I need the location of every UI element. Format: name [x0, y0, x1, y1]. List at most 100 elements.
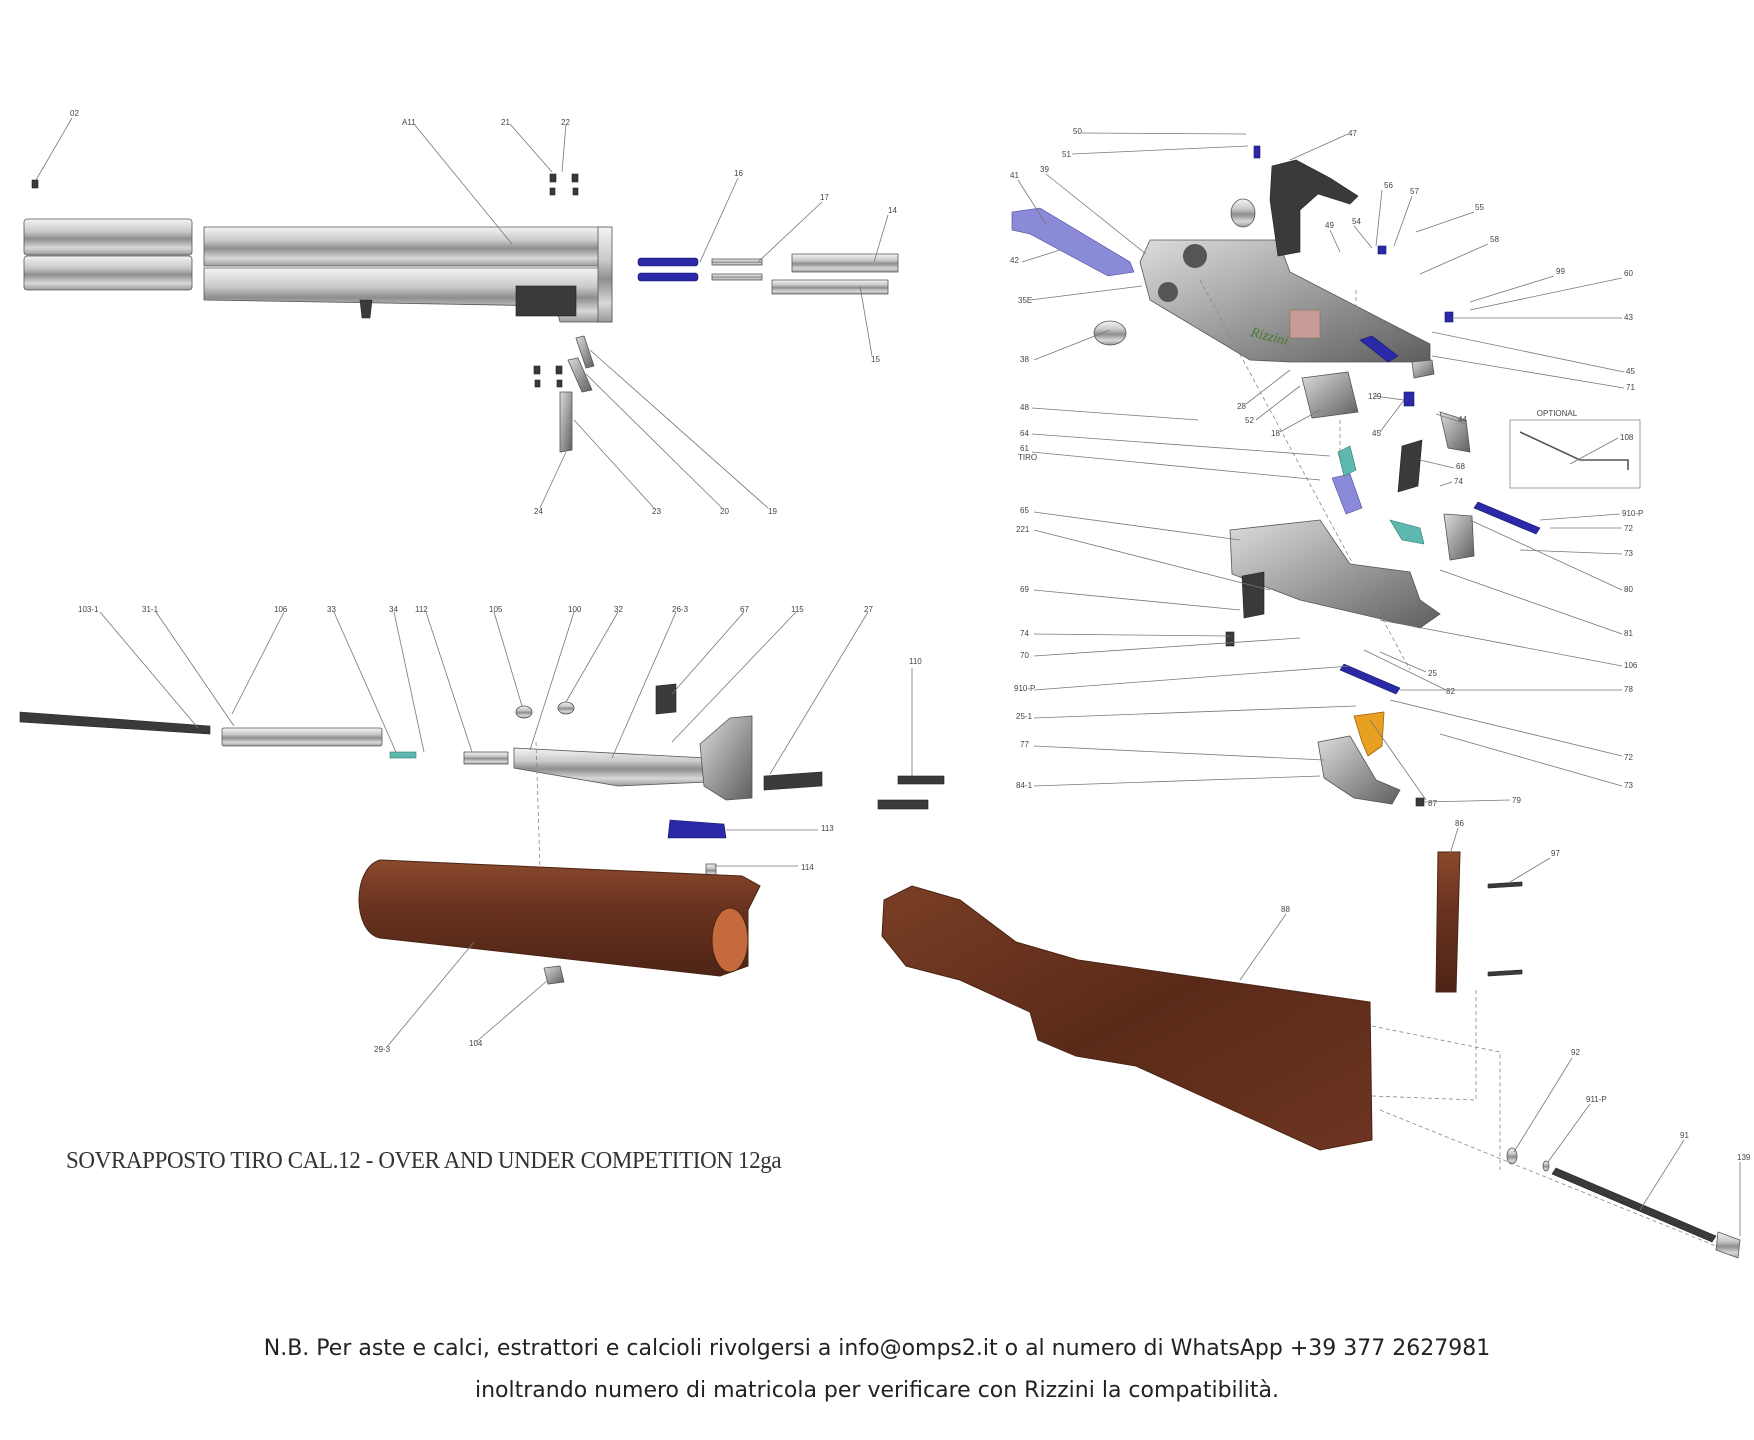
part-label: 25: [1428, 669, 1437, 678]
part-label: 115: [791, 605, 804, 614]
part-label: 72: [1624, 524, 1633, 533]
trigger-group: [1225, 439, 1541, 807]
part-label: 25-1: [1016, 712, 1033, 721]
optional-box: OPTIONAL: [1509, 409, 1641, 489]
part-label: 43: [1624, 313, 1633, 322]
part-label: 56: [1384, 181, 1393, 190]
barrel-small-parts: [31, 173, 595, 453]
part-label: 110: [909, 657, 922, 666]
part-label: 27: [864, 605, 873, 614]
ejector-springs: [637, 253, 899, 295]
part-label: 31-1: [142, 605, 159, 614]
part-label: 48: [1020, 403, 1029, 412]
part-label: 28: [1237, 402, 1246, 411]
part-label: 58: [1490, 235, 1499, 244]
part-label: 114: [801, 863, 814, 872]
part-label: 71: [1626, 383, 1635, 392]
part-label: 112: [415, 605, 428, 614]
part-label: 42: [1010, 256, 1019, 265]
footer-line-2: inoltrando numero di matricola per verif…: [475, 1378, 1279, 1403]
barrel-assembly: [23, 218, 613, 323]
footer-note: N.B. Per aste e calci, estrattori e calc…: [0, 1328, 1754, 1412]
part-labels-forend: 103-1 31-1 106 33 34 112 105 100 32 26-3…: [78, 605, 922, 1054]
part-label: 51: [1062, 150, 1071, 159]
receiver: [1139, 239, 1431, 363]
buttstock-wood: [881, 851, 1461, 1151]
part-label: 47: [1348, 129, 1357, 138]
part-label: 79: [1512, 796, 1521, 805]
part-label: 18: [1271, 429, 1280, 438]
part-label: 52: [1245, 416, 1254, 425]
part-label: 50: [1073, 127, 1082, 136]
part-label: 221: [1016, 525, 1030, 534]
part-label: 97: [1551, 849, 1560, 858]
part-label: 78: [1624, 685, 1633, 694]
part-label: 80: [1624, 585, 1633, 594]
part-label: 32: [614, 605, 623, 614]
part-label: 20: [720, 507, 729, 516]
part-label: 69: [1020, 585, 1029, 594]
part-label: 17: [820, 193, 829, 202]
part-label: 67: [740, 605, 749, 614]
part-label: 106: [274, 605, 288, 614]
part-label: 24: [534, 507, 543, 516]
part-label: 104: [469, 1039, 483, 1048]
assembly-centerlines: [535, 279, 1717, 1247]
forend-iron-assembly: [19, 683, 945, 877]
part-label: TIRO: [1018, 453, 1037, 462]
part-label: 16: [734, 169, 743, 178]
footer-line-1: N.B. Per aste e calci, estrattori e calc…: [263, 1336, 1491, 1361]
part-label: 74: [1454, 477, 1463, 486]
part-label: 38: [1020, 355, 1029, 364]
forend-wood: [358, 859, 761, 985]
lever-47: [1269, 159, 1359, 257]
part-label: 100: [568, 605, 582, 614]
blue-guide-parts: [1011, 145, 1471, 453]
part-label: 45: [1626, 367, 1635, 376]
part-label: 64: [1020, 429, 1029, 438]
part-label: 84-1: [1016, 781, 1033, 790]
part-label: 02: [70, 109, 79, 118]
part-label: 41: [1010, 171, 1019, 180]
part-label: 108: [1620, 433, 1634, 442]
part-label: 45: [1372, 429, 1381, 438]
part-label: 91: [1680, 1131, 1689, 1140]
part-label: 19: [768, 507, 777, 516]
part-labels-stock: 86 97 88 92 911-P 91 139: [1239, 819, 1751, 1236]
part-label: 139: [1737, 1153, 1751, 1162]
part-label: 72: [1624, 753, 1633, 762]
part-label: 23: [652, 507, 661, 516]
part-label: 60: [1624, 269, 1633, 278]
part-label: 15: [871, 355, 880, 364]
part-label: 87: [1428, 799, 1437, 808]
diagram-title: SOVRAPPOSTO TIRO CAL.12 - OVER AND UNDER…: [66, 1148, 782, 1174]
part-label: 103-1: [78, 605, 99, 614]
part-label: 21: [501, 118, 510, 127]
part-labels-action: 50 51 47 41 39 56 57 55 49 54 58 99 60 4…: [1010, 127, 1643, 808]
optional-label: OPTIONAL: [1537, 409, 1578, 418]
part-label: 113: [821, 824, 834, 833]
part-label: 77: [1020, 740, 1029, 749]
part-label: 82: [1446, 687, 1455, 696]
part-label: 35E: [1018, 296, 1032, 305]
part-label: 73: [1624, 781, 1633, 790]
part-label: 33: [327, 605, 336, 614]
part-label: 910-P: [1014, 684, 1035, 693]
part-label: 29-3: [374, 1045, 391, 1054]
part-labels-barrels: 02 A11 21 22 16 17 14 15 19 20 23 24: [35, 109, 897, 516]
part-label: 65: [1020, 506, 1029, 515]
part-label: 54: [1352, 217, 1361, 226]
part-label: 14: [888, 206, 897, 215]
part-label: A11: [402, 118, 416, 127]
part-label: 34: [389, 605, 398, 614]
part-label: 81: [1624, 629, 1633, 638]
part-label: 49: [1325, 221, 1334, 230]
part-label: 88: [1281, 905, 1290, 914]
part-label: 105: [489, 605, 503, 614]
part-label: 70: [1020, 651, 1029, 660]
part-label: 73: [1624, 549, 1633, 558]
part-label: 61: [1020, 444, 1029, 453]
part-label: 44: [1458, 415, 1467, 424]
part-label: 106: [1624, 661, 1638, 670]
part-label: 55: [1475, 203, 1484, 212]
